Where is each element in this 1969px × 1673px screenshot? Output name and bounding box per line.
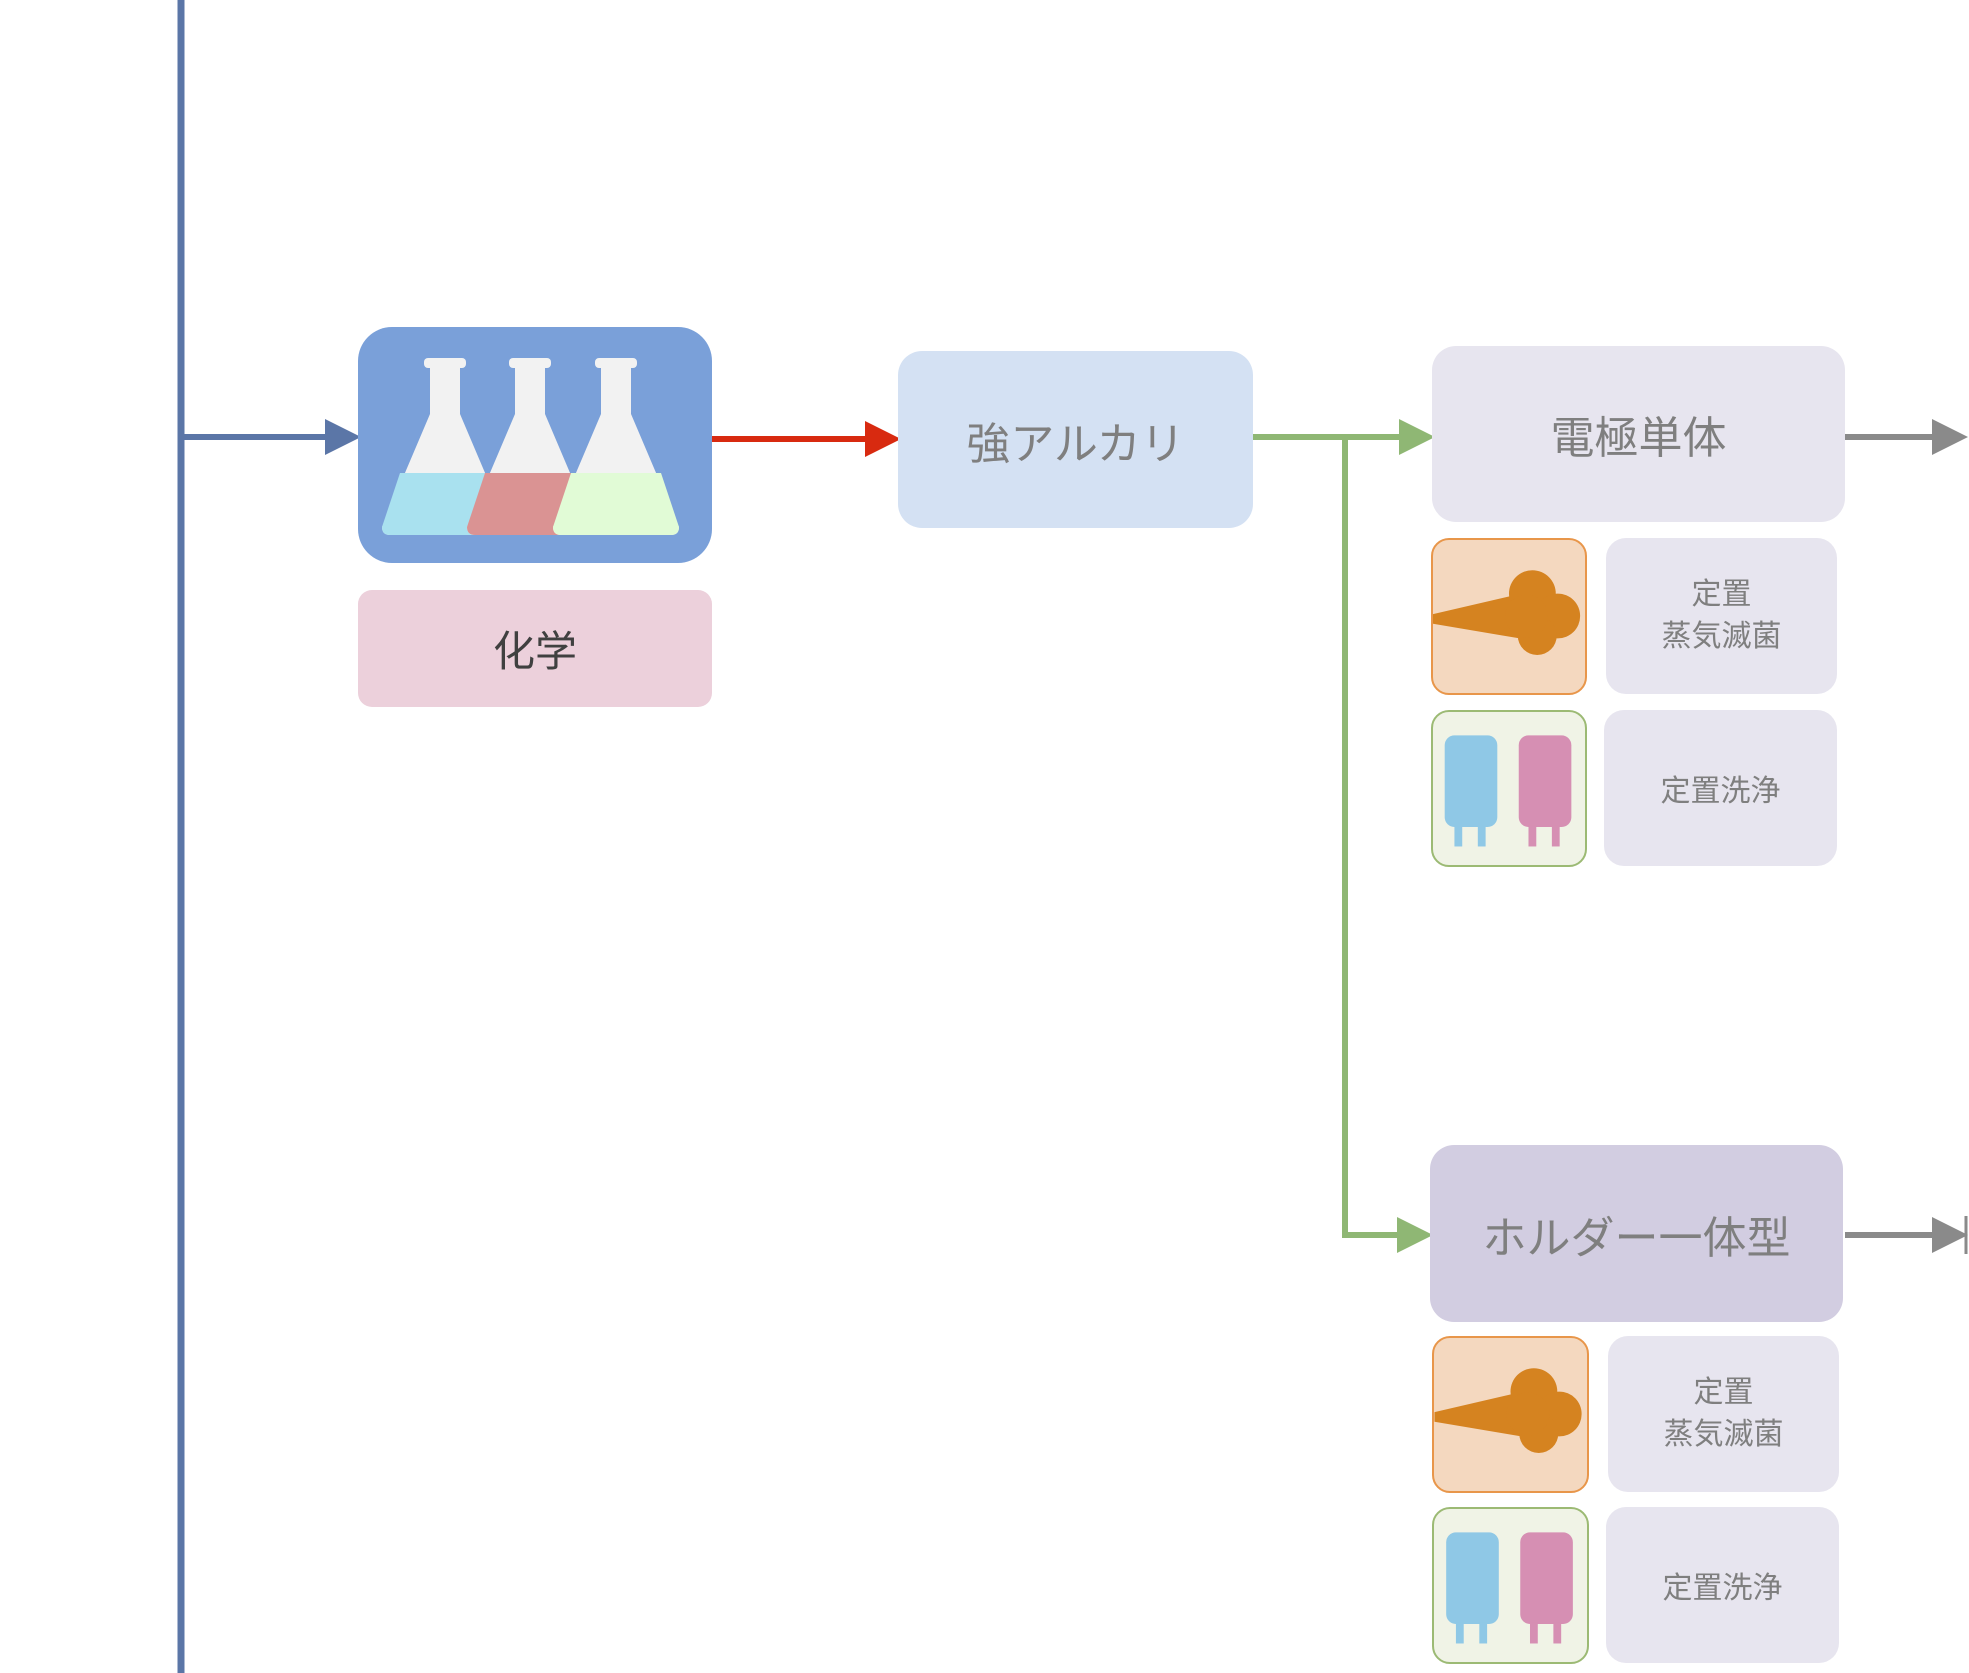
holder-cip-label: 定置洗浄 xyxy=(1606,1507,1839,1663)
holder-cip-text: 定置洗浄 xyxy=(1662,1571,1783,1606)
flasks-icon xyxy=(382,358,679,535)
chemistry-label-text: 化学 xyxy=(492,627,577,676)
alkali-to-holder-arrow xyxy=(1342,437,1433,1253)
holder-steam-line2: 蒸気滅菌 xyxy=(1663,1417,1784,1452)
holder-steam-icon-tile xyxy=(1432,1336,1589,1493)
strong-alkali-text: 強アルカリ xyxy=(966,418,1185,470)
electrode-steam-icon-tile xyxy=(1431,538,1587,695)
electrode-only-text: 電極単体 xyxy=(1550,413,1727,464)
holder-integrated-text: ホルダー一体型 xyxy=(1482,1212,1791,1264)
electrode-steam-line2: 蒸気滅菌 xyxy=(1661,619,1782,654)
cip-tanks-icon xyxy=(1446,1532,1573,1644)
electrode-only-node: 電極単体 xyxy=(1432,346,1845,522)
holder-cip-icon-tile xyxy=(1432,1507,1589,1664)
holder-steam-line1: 定置 xyxy=(1693,1375,1754,1410)
chemistry-icon-tile xyxy=(358,327,712,563)
flask-right xyxy=(553,358,679,535)
electrode-steam-line1: 定置 xyxy=(1691,577,1752,612)
holder-integrated-node: ホルダー一体型 xyxy=(1430,1145,1843,1322)
electrode-cip-label: 定置洗浄 xyxy=(1604,710,1837,866)
steam-sterilization-icon xyxy=(1433,570,1581,655)
electrode-cip-text: 定置洗浄 xyxy=(1660,774,1781,809)
cip-tanks-icon xyxy=(1444,735,1572,847)
holder-steam-label: 定置 蒸気滅菌 xyxy=(1608,1336,1839,1492)
steam-sterilization-icon xyxy=(1434,1368,1582,1453)
electrode-cip-icon-tile xyxy=(1431,710,1587,867)
strong-alkali-node: 強アルカリ xyxy=(898,351,1253,528)
electrode-steam-label: 定置 蒸気滅菌 xyxy=(1606,538,1837,694)
chemistry-label: 化学 xyxy=(358,590,712,707)
